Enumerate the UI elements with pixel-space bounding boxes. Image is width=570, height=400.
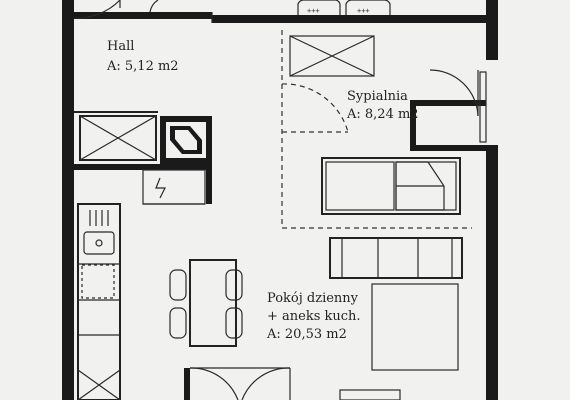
chair-1 xyxy=(169,269,187,301)
top-wall-left xyxy=(74,12,212,19)
bathroom-fixtures: +++ +++ xyxy=(297,0,391,15)
bedroom-walls xyxy=(410,100,486,151)
living-label: Pokój dzienny + aneks kuch. A: 20,53 m2 xyxy=(266,291,361,342)
hall-area: A: 5,12 m2 xyxy=(106,59,179,74)
bed xyxy=(321,157,461,215)
balcony-frame xyxy=(479,71,487,143)
outer-walls xyxy=(62,0,498,400)
sink-right xyxy=(345,0,391,15)
right-outer-wall-bottom xyxy=(486,145,498,400)
chair-3 xyxy=(225,269,243,301)
kitchen-sink xyxy=(83,231,115,255)
wardrobe xyxy=(289,35,375,77)
sink-left-mark: +++ xyxy=(307,7,320,15)
kitchen-counter xyxy=(77,203,121,400)
sink-right-mark: +++ xyxy=(357,7,370,15)
right-outer-wall-top xyxy=(486,0,498,60)
bedroom-area: A: 8,24 m2 xyxy=(346,107,419,122)
top-fixture-arc xyxy=(149,0,159,13)
dining-table xyxy=(189,259,237,347)
shaft-left xyxy=(79,115,157,161)
coffee-table xyxy=(371,283,459,371)
living-area: A: 20,53 m2 xyxy=(266,327,347,342)
chair-2 xyxy=(169,307,187,339)
hall-name: Hall xyxy=(107,39,134,54)
bottom-fixture xyxy=(339,389,401,400)
sink-left xyxy=(297,0,341,15)
bedroom-label: Sypialnia A: 8,24 m2 xyxy=(346,89,419,122)
hall-label: Hall A: 5,12 m2 xyxy=(106,39,179,74)
dining-set xyxy=(169,259,243,347)
chair-4 xyxy=(225,307,243,339)
living-name: Pokój dzienny xyxy=(267,291,359,306)
sofa xyxy=(329,237,463,279)
chimney-block xyxy=(160,116,212,164)
entrance-door-arc xyxy=(73,0,121,19)
top-wall-right xyxy=(212,15,486,23)
kitchen-cabinet xyxy=(74,164,212,205)
bedroom-partition xyxy=(281,30,472,229)
living-subtitle: + aneks kuch. xyxy=(267,309,361,324)
bedroom-door-arc xyxy=(429,69,479,117)
living-balcony-door xyxy=(184,367,291,400)
sink-drain xyxy=(95,239,103,247)
left-outer-wall xyxy=(62,0,74,400)
bedroom-name: Sypialnia xyxy=(347,89,408,104)
